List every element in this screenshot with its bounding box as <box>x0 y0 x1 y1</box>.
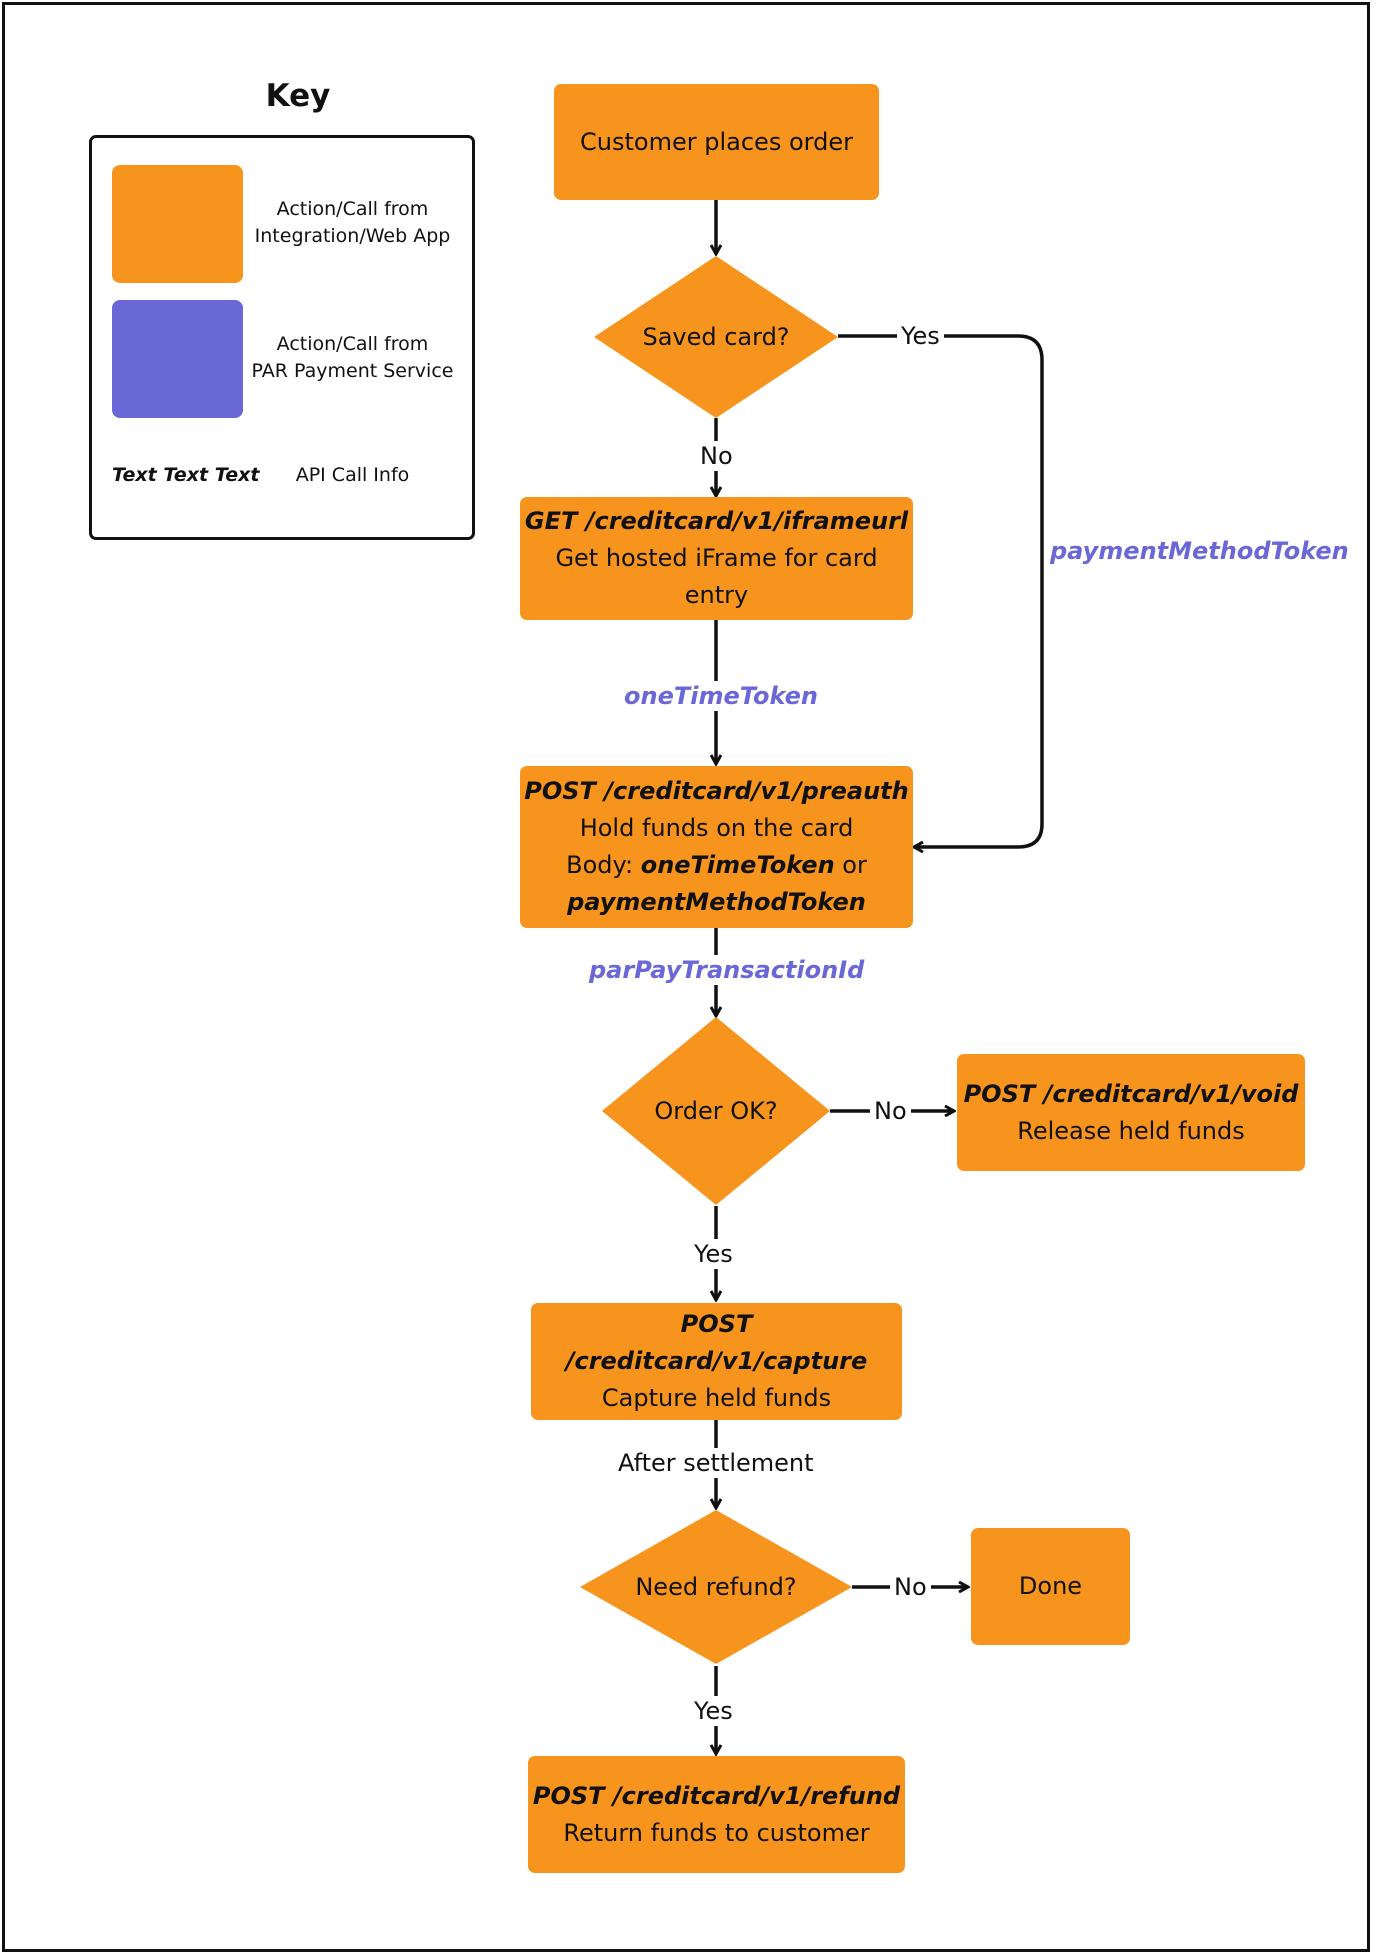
void-node: POST /creditcard/v1/void Release held fu… <box>957 1054 1305 1171</box>
saved-no-label: No <box>696 441 737 471</box>
payment-method-token-label: paymentMethodToken <box>1046 536 1353 566</box>
order-no-label: No <box>870 1096 911 1126</box>
refund-yes-label: Yes <box>690 1696 737 1726</box>
preauth-node: POST /creditcard/v1/preauth Hold funds o… <box>520 766 913 928</box>
iframe-node: GET /creditcard/v1/iframeurl Get hosted … <box>520 497 913 620</box>
refund-node: POST /creditcard/v1/refund Return funds … <box>528 1756 905 1873</box>
integration-label: Action/Call from Integration/Web App <box>254 198 451 247</box>
key-panel <box>89 135 475 540</box>
saved-yes-label: Yes <box>897 321 944 351</box>
service-swatch <box>112 300 243 418</box>
order-yes-label: Yes <box>690 1239 737 1269</box>
start-node: Customer places order <box>554 84 879 200</box>
service-label: Action/Call from PAR Payment Service <box>251 333 454 382</box>
need-refund-decision: Need refund? <box>580 1510 852 1664</box>
after-settlement-label: After settlement <box>614 1448 818 1478</box>
one-time-token-label: oneTimeToken <box>620 681 822 711</box>
refund-no-label: No <box>890 1572 931 1602</box>
api-info-label: API Call Info <box>295 464 410 486</box>
capture-node: POST /creditcard/v1/capture Capture held… <box>531 1303 902 1420</box>
par-pay-transaction-id-label: parPayTransactionId <box>585 955 869 985</box>
edge-saved-yes <box>838 334 1044 847</box>
saved-card-decision: Saved card? <box>594 256 838 418</box>
api-info-sample: Text Text Text <box>112 464 260 486</box>
key-title: Key <box>265 78 331 114</box>
integration-swatch <box>112 165 243 283</box>
order-ok-decision: Order OK? <box>602 1017 830 1205</box>
done-node: Done <box>971 1528 1130 1645</box>
